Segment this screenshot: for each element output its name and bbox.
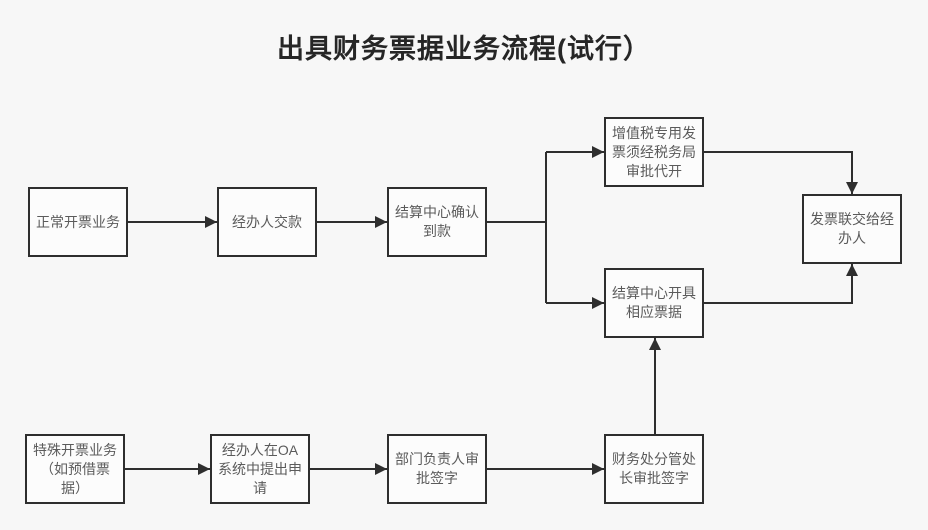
node-oa-system-application: 经办人在OA 系统中提出申 请 [210,434,310,504]
node-label: 结算中心确认 到款 [395,204,479,239]
node-settlement-issues-bills: 结算中心开具 相应票据 [604,268,704,338]
node-label: 经办人在OA 系统中提出申 请 [218,441,302,496]
node-label: 部门负责人审 批签字 [395,451,479,486]
node-settlement-confirm-payment: 结算中心确认 到款 [387,187,487,257]
node-dept-head-approval-sign: 部门负责人审 批签字 [387,434,487,504]
connector-settle-issue-to-invoice-handler [704,264,858,304]
node-invoice-copy-to-handler: 发票联交给经 办人 [802,194,902,264]
node-handler-pays: 经办人交款 [217,187,317,257]
node-label: 正常开票业务 [36,213,120,230]
node-label: 结算中心开具 相应票据 [612,285,696,320]
node-vat-tax-bureau-approval: 增值税专用发 票须经税务局 审批代开 [604,117,704,187]
node-normal-invoicing: 正常开票业务 [28,187,128,257]
page-title: 出具财务票据业务流程(试行） [277,34,651,64]
node-label: 特殊开票业务 （如预借票 据） [33,441,117,496]
node-label: 财务处分管处 长审批签字 [612,451,696,486]
node-label: 发票联交给经 办人 [810,211,894,246]
node-label: 经办人交款 [232,213,302,230]
node-special-invoicing: 特殊开票业务 （如预借票 据） [25,434,125,504]
connector-vat-to-invoice-handler [704,151,858,194]
node-label: 增值税专用发 票须经税务局 审批代开 [612,124,696,179]
node-finance-director-approval-sign: 财务处分管处 长审批签字 [604,434,704,504]
